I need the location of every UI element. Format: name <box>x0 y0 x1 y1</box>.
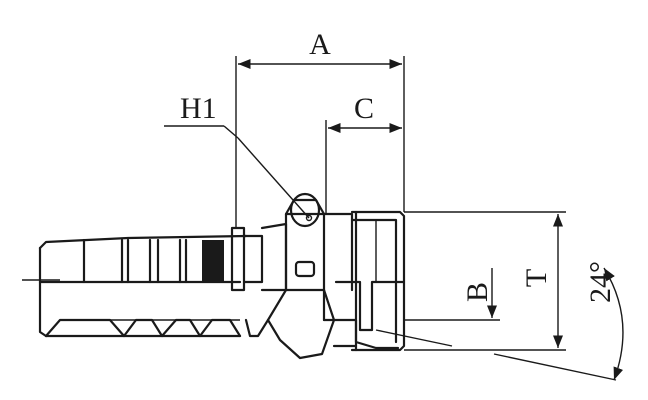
knurl-band <box>202 240 224 282</box>
label-h1: H1 <box>180 92 217 125</box>
dimension-c: C <box>325 92 402 214</box>
leader-h1: H1 <box>164 92 310 219</box>
dimension-a: A <box>235 28 405 228</box>
dimension-t: T <box>404 211 566 351</box>
label-b: B <box>461 282 494 302</box>
label-c: C <box>354 92 374 125</box>
hose-tail <box>38 234 248 338</box>
fitting-body <box>322 210 406 352</box>
collar-nut <box>230 192 336 360</box>
label-a: A <box>309 28 331 61</box>
angle-dimension: 24° <box>375 261 624 381</box>
h1-point <box>305 214 313 222</box>
dimension-b: B <box>404 268 500 321</box>
label-angle: 24° <box>584 261 617 303</box>
label-t: T <box>520 269 553 287</box>
